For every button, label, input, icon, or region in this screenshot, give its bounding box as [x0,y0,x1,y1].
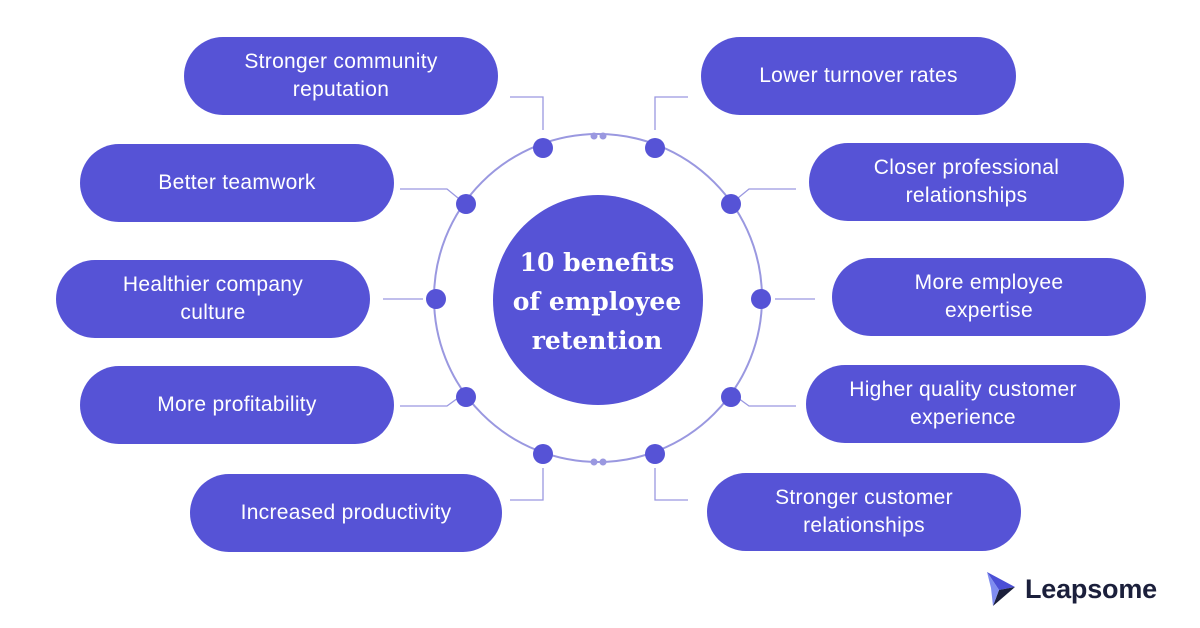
benefit-label: More profitability [157,393,317,416]
connector-line [400,188,459,199]
ring-dot [590,132,598,140]
connector-line [654,96,688,130]
benefit-label: Stronger customer relationships [775,486,953,537]
benefit-more-profitability: More profitability [80,366,394,444]
leapsome-logo: Leapsome [985,570,1157,608]
benefit-label: Healthier company culture [122,273,304,324]
ring-node [751,289,771,309]
ring-node [533,138,553,158]
ring-node [456,194,476,214]
ring-dot [599,132,607,140]
brand-name: Leapsome [1025,573,1157,604]
ring-node [645,138,665,158]
benefit-label: Closer professional relationships [873,156,1060,207]
benefit-closer-professional-relationships: Closer professional relationships [809,143,1124,221]
ring-node [533,444,553,464]
benefit-label: Better teamwork [158,171,316,194]
ring-node [645,444,665,464]
benefit-label: More employee expertise [914,271,1064,322]
benefit-higher-quality-customer-experience: Higher quality customer experience [806,365,1120,443]
benefit-label: Increased productivity [240,501,452,524]
benefit-more-employee-expertise: More employee expertise [832,258,1146,336]
benefit-healthier-company-culture: Healthier company culture [56,260,370,338]
diagram-title: 10 benefits of employee retention [512,247,682,355]
ring-node [721,194,741,214]
connector-line [510,96,544,130]
connector-line [737,188,796,199]
benefit-stronger-community-reputation: Stronger community reputation [184,37,498,115]
ring-dot [590,458,598,466]
connector-line [654,468,688,501]
leapsome-bird-icon [987,572,1015,606]
benefit-label: Lower turnover rates [759,64,958,87]
ring-node [456,387,476,407]
benefit-increased-productivity: Increased productivity [190,474,502,552]
connector-line [400,397,459,407]
connector-line [737,397,796,407]
ring-dot [599,458,607,466]
benefit-lower-turnover-rates: Lower turnover rates [701,37,1016,115]
benefit-label: Higher quality customer experience [849,378,1077,429]
benefit-label: Stronger community reputation [244,50,438,101]
center-circle [493,195,703,405]
benefit-better-teamwork: Better teamwork [80,144,394,222]
benefit-stronger-customer-relationships: Stronger customer relationships [707,473,1021,551]
ring-node [721,387,741,407]
connector-line [510,468,544,501]
ring-node [426,289,446,309]
